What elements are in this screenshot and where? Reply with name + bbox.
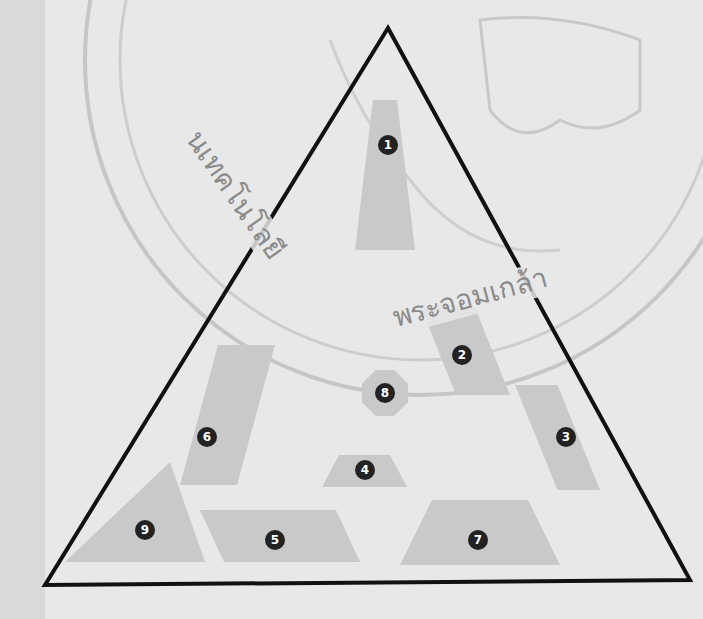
callout-number: 8 bbox=[375, 383, 395, 403]
callout-number: 2 bbox=[452, 345, 472, 365]
callout-number: 1 bbox=[378, 135, 398, 155]
callout-number: 9 bbox=[135, 520, 155, 540]
callout-number: 6 bbox=[197, 427, 217, 447]
seal-emblem bbox=[480, 18, 640, 133]
shaded-region: 9 bbox=[65, 462, 205, 562]
shaded-region: 3 bbox=[515, 385, 600, 490]
shaded-region: 5 bbox=[200, 510, 360, 562]
shaded-region: 1 bbox=[355, 100, 415, 250]
region-fill bbox=[515, 385, 600, 490]
side-strip bbox=[0, 0, 45, 619]
region-fill bbox=[180, 345, 275, 485]
region-shape bbox=[65, 462, 205, 562]
shaded-region: 8 bbox=[362, 370, 408, 416]
region-shape bbox=[355, 100, 415, 250]
watermark-text: นเทคโนโลยี bbox=[177, 121, 294, 268]
region-shape bbox=[180, 345, 275, 485]
seal-emblem bbox=[330, 40, 560, 251]
seal-ring bbox=[120, 0, 703, 360]
callout-number: 3 bbox=[556, 427, 576, 447]
region-fill bbox=[65, 462, 205, 562]
region-fill bbox=[322, 455, 407, 487]
callout-number: 5 bbox=[265, 530, 285, 550]
region-fill bbox=[400, 500, 560, 565]
region-fill bbox=[200, 510, 360, 562]
shaded-region: 6 bbox=[180, 345, 275, 485]
region-fill bbox=[355, 100, 415, 250]
seal-ring bbox=[85, 0, 703, 395]
shaded-region: 4 bbox=[322, 455, 407, 487]
callout-number: 7 bbox=[468, 530, 488, 550]
triangle-outline bbox=[45, 28, 690, 585]
shaded-region: 7 bbox=[400, 500, 560, 565]
region-fill bbox=[362, 370, 408, 416]
callout-number: 4 bbox=[355, 460, 375, 480]
